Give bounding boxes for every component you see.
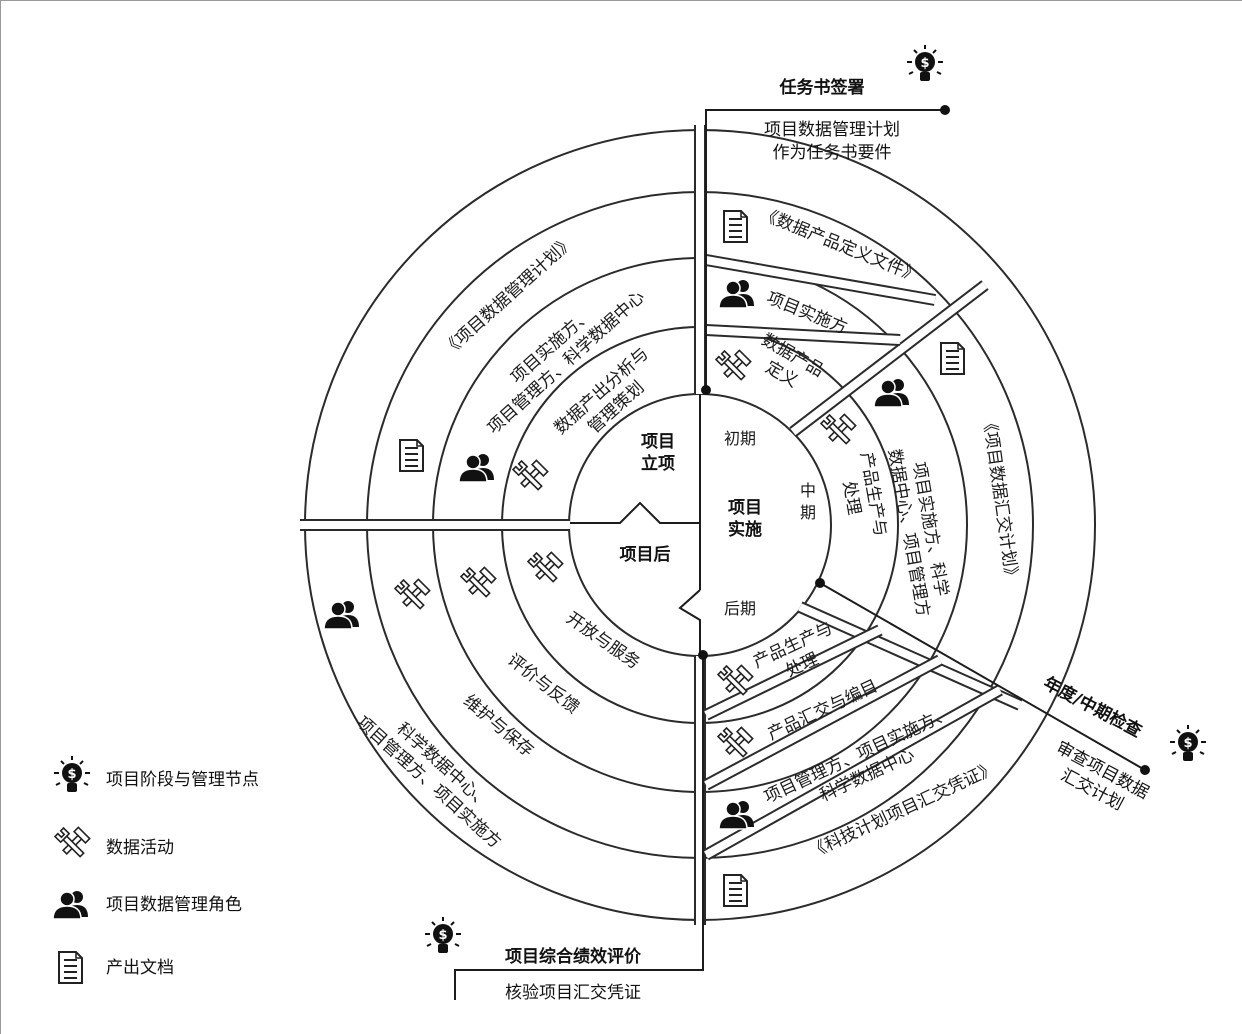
milestone-task: 任务书签署 项目数据管理计划 作为任务书要件: [764, 44, 944, 163]
setup-document-icon: [399, 439, 424, 472]
milestone-final: 项目综合绩效评价 核验项目汇交凭证: [424, 916, 642, 1003]
center-post: 项目后: [620, 545, 671, 565]
late-document-icon: [723, 874, 748, 907]
center-setup-line1: 项目: [641, 432, 675, 452]
legend-label-document: 产出文档: [106, 958, 174, 978]
phase-late: 后期: [724, 599, 756, 618]
mid-document-icon: [940, 342, 965, 375]
annual-title: 年度/中期检查: [1040, 672, 1146, 742]
center-dividers: [570, 394, 701, 656]
center-impl-line2: 实施: [728, 519, 762, 540]
phase-mid-1: 中: [800, 481, 816, 500]
legend-people-icon: [52, 890, 89, 920]
task-desc-1: 项目数据管理计划: [764, 120, 900, 140]
annual-bulb-icon: [1169, 724, 1207, 762]
legend-tools-icon: [54, 826, 91, 860]
final-desc: 核验项目汇交凭证: [505, 983, 641, 1003]
final-bulb-icon: [424, 916, 462, 954]
milestone-annual: 年度/中期检查 审查项目数据 汇交计划: [1040, 672, 1207, 815]
center-setup-line2: 立项: [641, 453, 675, 474]
center-impl-line1: 项目: [728, 498, 762, 518]
early-document-icon: [723, 210, 748, 243]
milestone-lines: [454, 105, 1150, 1000]
phase-mid-2: 期: [800, 503, 816, 522]
sector-separators: [300, 125, 1023, 925]
legend-label-activity: 数据活动: [106, 838, 174, 858]
legend: 项目阶段与管理节点 数据活动 项目数据管理角色 产出文档: [52, 755, 259, 984]
legend-label-role: 项目数据管理角色: [106, 895, 242, 915]
task-desc-2: 作为任务书要件: [773, 143, 892, 163]
legend-label-milestone: 项目阶段与管理节点: [106, 770, 259, 790]
center-labels: 项目 立项 项目 实施 项目后 初期 中 期 后期: [620, 429, 817, 618]
legend-bulb-icon: [53, 755, 91, 793]
task-bulb-icon: [906, 44, 944, 82]
legend-document-icon: [58, 951, 83, 984]
final-title: 项目综合绩效评价: [505, 946, 642, 967]
task-title: 任务书签署: [779, 77, 865, 98]
phase-early: 初期: [724, 429, 756, 448]
